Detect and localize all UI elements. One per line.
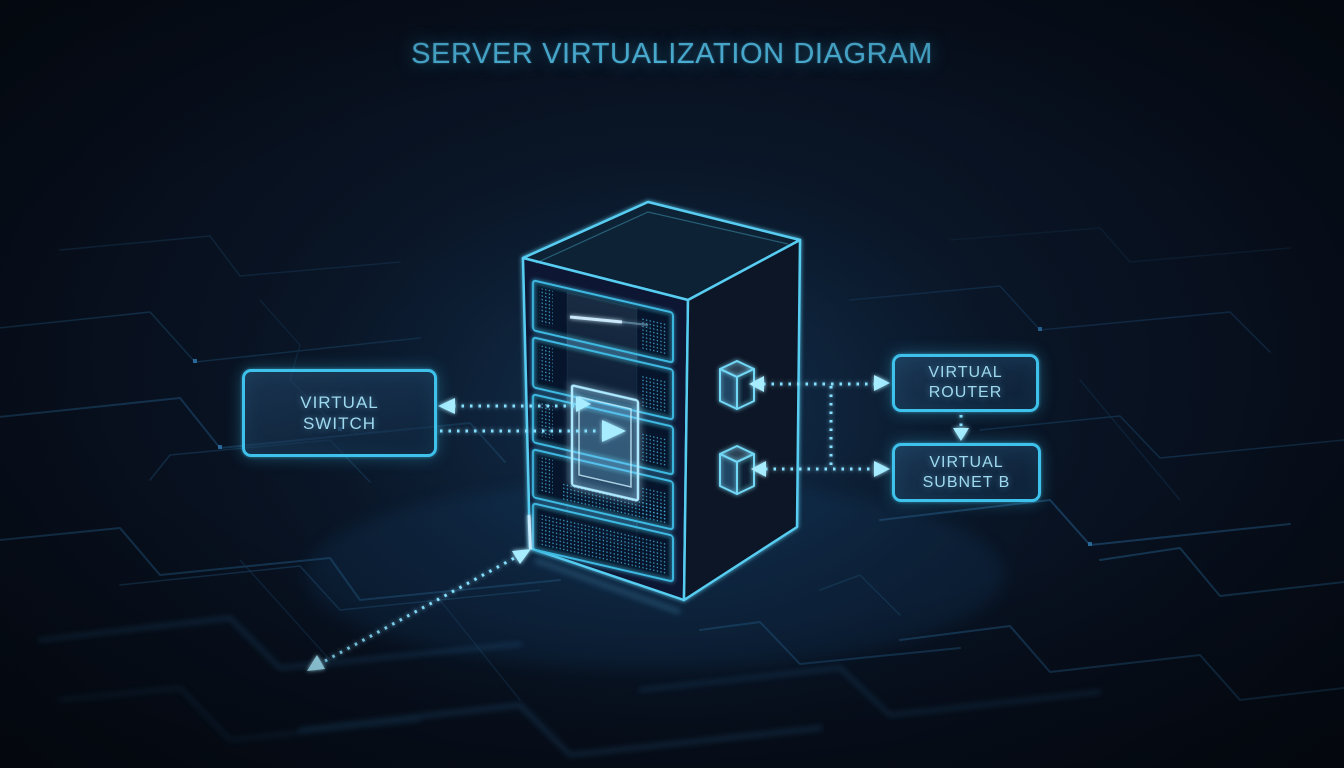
node-virtual-switch: VIRTUAL SWITCH — [242, 369, 437, 457]
virtual-switch-label-line1: VIRTUAL — [300, 392, 379, 412]
virtual-subnet-b-label-line1: VIRTUAL — [929, 453, 1004, 471]
network-port-cube-bottom-icon — [719, 445, 755, 495]
virtual-switch-label-line2: SWITCH — [302, 414, 377, 433]
node-virtual-router: VIRTUAL ROUTER — [892, 354, 1039, 412]
page-title: SERVER VIRTUALIZATION DIAGRAM — [411, 38, 933, 70]
virtual-router-label-line2: ROUTER — [928, 384, 1003, 401]
virtual-subnet-b-label-line2: SUBNET B — [922, 473, 1011, 491]
node-virtual-subnet-b: VIRTUAL SUBNET B — [892, 443, 1041, 502]
network-port-cube-top-icon — [719, 360, 755, 410]
virtual-router-label-line1: VIRTUAL — [928, 364, 1003, 381]
